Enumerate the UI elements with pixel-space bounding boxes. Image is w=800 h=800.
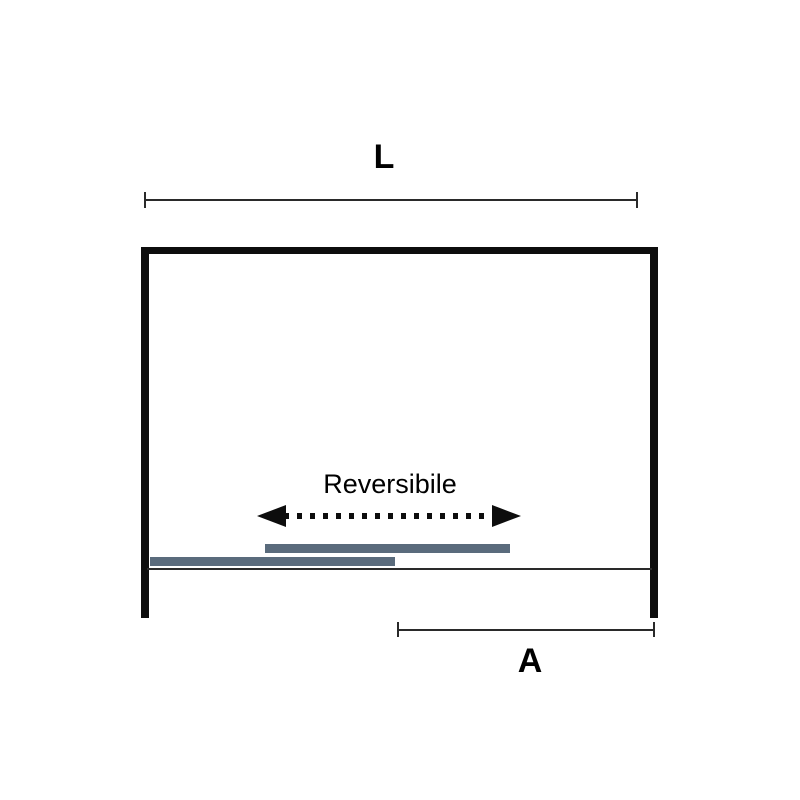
dimension-l-tick-left (144, 192, 146, 208)
dimension-a-tick-right (653, 622, 655, 637)
frame-right-post (650, 247, 658, 618)
reversible-label: Reversibile (323, 469, 457, 499)
sliding-panel-front (265, 544, 510, 553)
dimension-a-line (398, 629, 655, 631)
reversible-arrowhead-right-icon (492, 505, 521, 527)
reversible-arrowhead-left-icon (257, 505, 286, 527)
dimension-l-label: L (374, 138, 395, 176)
dimension-a-tick-left (397, 622, 399, 637)
dimension-a-label: A (518, 642, 543, 680)
dimension-l-tick-right (636, 192, 638, 208)
frame-left-post (141, 247, 149, 618)
dimension-l-line (145, 199, 638, 201)
frame-top-rail (142, 247, 658, 254)
bottom-track-line (147, 568, 652, 570)
sliding-panel-back (150, 557, 395, 566)
